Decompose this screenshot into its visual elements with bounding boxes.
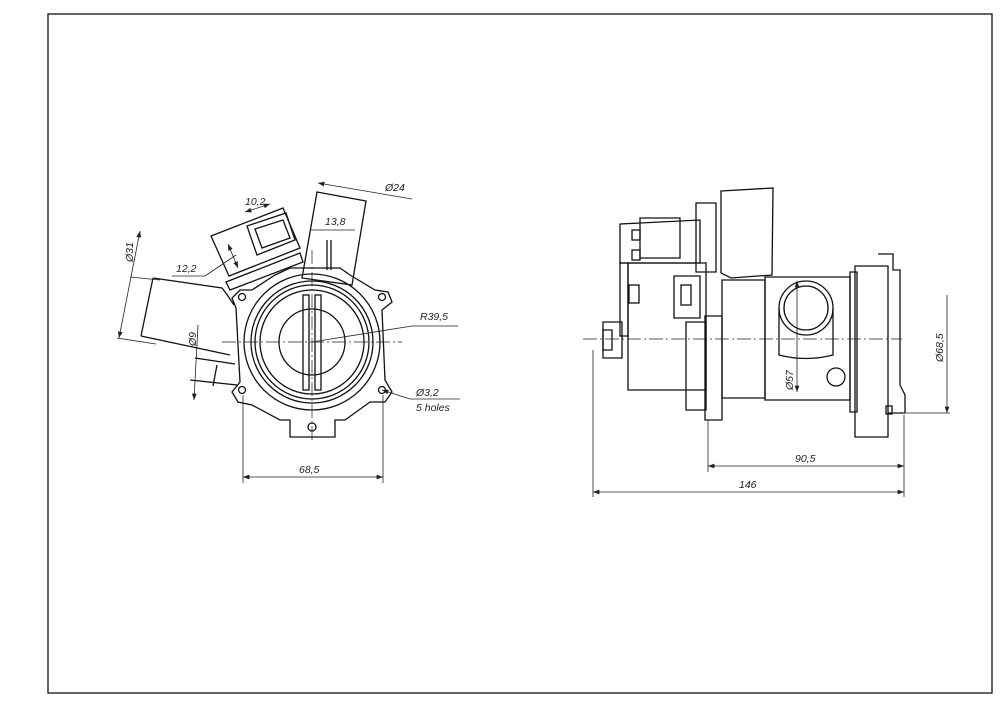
side-view: 90,5 146 Ø57 Ø68,5 [583, 187, 950, 497]
dim-inlet-diameter: Ø31 [124, 242, 136, 263]
dim-flange-diameter: Ø68,5 [934, 333, 946, 363]
dim-radius: R39,5 [420, 311, 448, 323]
dim-outlet-diameter: Ø24 [384, 182, 405, 194]
dim-hole-diameter: Ø3,2 [415, 387, 439, 399]
dim-hole-count: 5 holes [416, 402, 451, 414]
dim-connector-width: 10,2 [245, 196, 266, 208]
drawing-frame [47, 13, 993, 694]
dim-mount-width: 68,5 [299, 464, 320, 476]
mounting-holes [237, 292, 387, 432]
front-view: 68,5 R39,5 Ø3,2 5 holes Ø24 13,8 10,2 12… [116, 181, 460, 483]
dim-body-length: 90,5 [795, 453, 816, 465]
dim-outlet-offset: 13,8 [325, 216, 346, 228]
dim-small-pipe-diameter: Ø9 [187, 332, 199, 347]
dim-bore-diameter: Ø57 [784, 369, 796, 391]
dim-connector-height: 12,2 [176, 263, 197, 275]
dim-total-length: 146 [739, 479, 757, 491]
